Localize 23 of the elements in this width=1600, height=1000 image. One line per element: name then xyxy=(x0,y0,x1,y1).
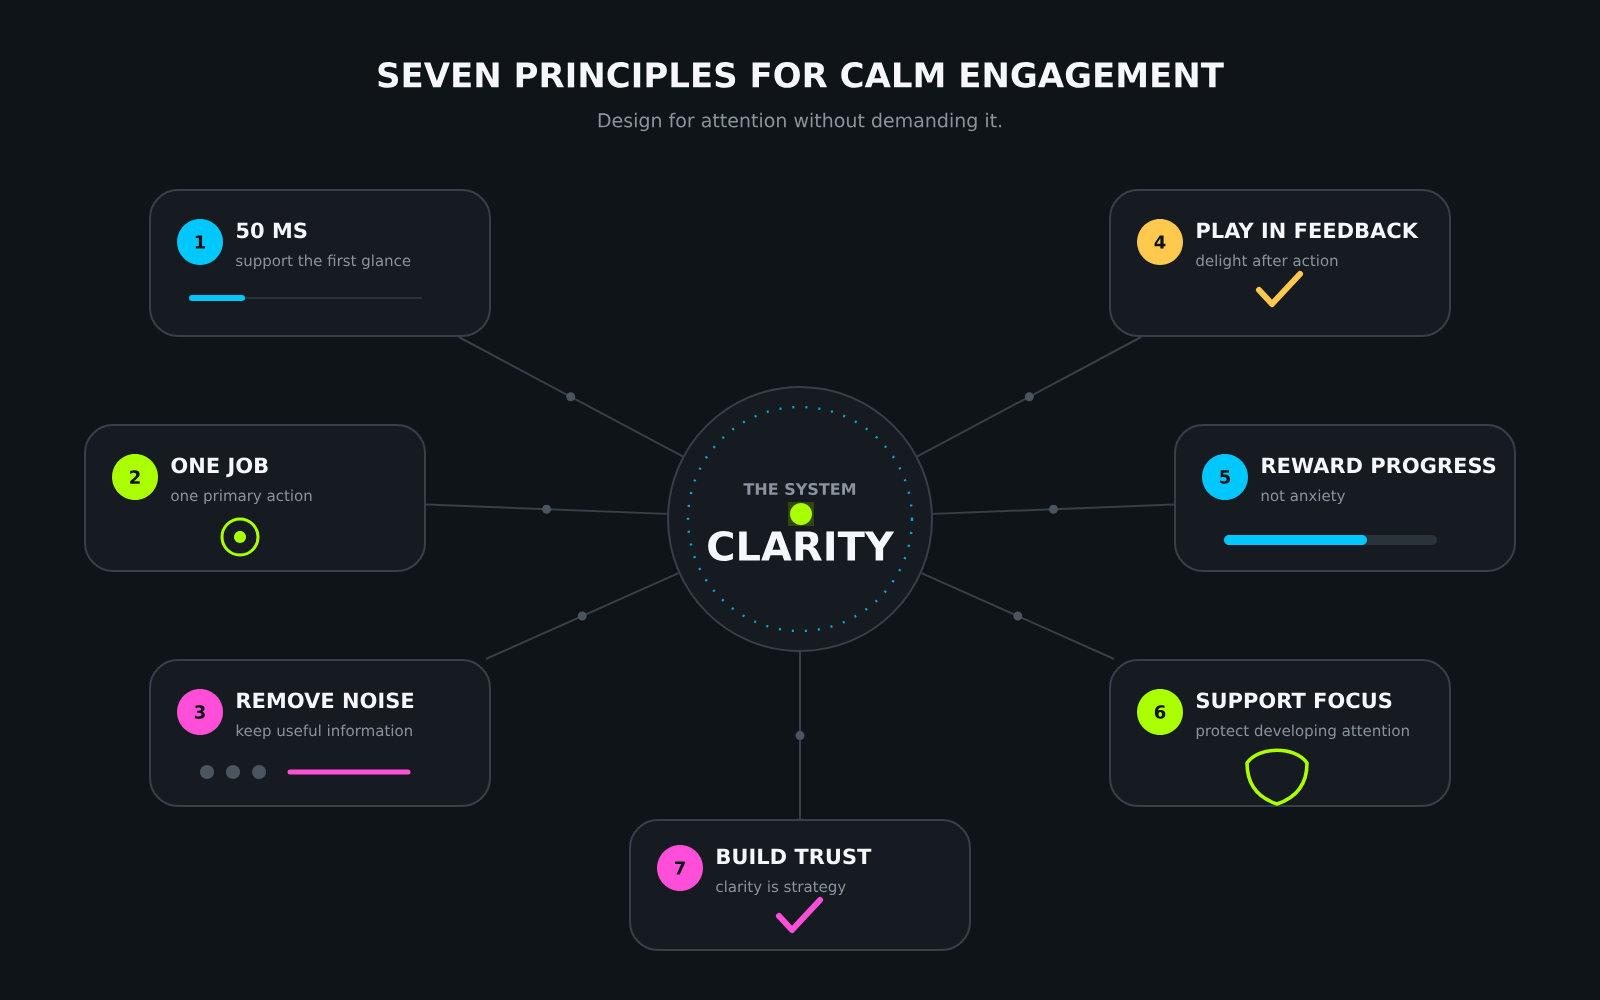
connector-line xyxy=(931,503,1175,515)
title: SEVEN PRINCIPLES FOR CALM ENGAGEMENT xyxy=(378,62,1224,88)
number-badge: 3 xyxy=(177,689,223,735)
principle-card: 1 50 MS support the first glance xyxy=(149,189,491,337)
connector-line xyxy=(916,336,1143,458)
principle-card: 5 REWARD PROGRESS not anxiety xyxy=(1174,424,1516,572)
number-badge: 1 xyxy=(177,219,223,265)
connector-line xyxy=(795,651,805,820)
principle-card: 7 BUILD TRUST clarity is strategy xyxy=(629,819,971,951)
number-badge: 4 xyxy=(1137,219,1183,265)
principle-card: 2 ONE JOB one primary action xyxy=(84,424,426,572)
connector-line xyxy=(920,572,1116,660)
number-badge: 7 xyxy=(657,845,703,891)
subtitle: Design for attention without demanding it. xyxy=(598,112,1002,132)
principle-card: 4 PLAY IN FEEDBACK delight after action xyxy=(1109,189,1451,337)
principle-card: 3 REMOVE NOISE keep useful information xyxy=(149,659,491,807)
number-badge: 6 xyxy=(1137,689,1183,735)
principle-card: 6 SUPPORT FOCUS protect developing attention xyxy=(1109,659,1451,807)
number-badge: 5 xyxy=(1202,454,1248,500)
number-badge: 2 xyxy=(112,454,158,500)
connector-line xyxy=(425,503,669,515)
connector-line xyxy=(484,572,680,660)
connector-line xyxy=(457,336,684,458)
